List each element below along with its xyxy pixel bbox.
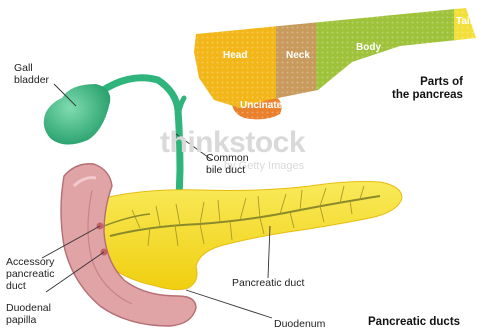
pancreas-parts-illustration — [190, 0, 477, 130]
part-label-neck: Neck — [286, 50, 310, 61]
label-line: pancreatic — [6, 268, 54, 280]
part-label-body: Body — [356, 42, 381, 53]
heading-line-2: the pancreas — [392, 89, 463, 102]
label-pancreatic-duct: Pancreatic duct — [232, 277, 304, 289]
heading-pancreatic-ducts: Pancreatic ducts — [368, 316, 460, 329]
label-common-bile-duct: Common bile duct — [206, 152, 249, 176]
label-line: bladder — [14, 74, 49, 86]
label-duodenum: Duodenum — [274, 318, 325, 330]
pancreas-body — [98, 182, 402, 290]
label-line: papilla — [6, 314, 51, 326]
label-line: bile duct — [206, 164, 249, 176]
part-label-uncinate: Uncinate — [240, 100, 282, 111]
label-gall-bladder: Gall bladder — [14, 62, 49, 86]
label-line: Accessory — [6, 256, 54, 268]
label-accessory-pancreatic-duct: Accessory pancreatic duct — [6, 256, 54, 292]
part-label-tail: Tail — [456, 16, 472, 27]
heading-parts-of-pancreas: Parts of the pancreas — [392, 76, 463, 102]
pancreas-ducts-illustration — [98, 182, 402, 290]
label-line: Common — [206, 152, 249, 164]
part-label-head: Head — [223, 50, 247, 61]
heading-line-1: Parts of — [392, 76, 463, 89]
label-line: Duodenal — [6, 302, 51, 314]
gallbladder — [44, 84, 110, 145]
label-line: duct — [6, 280, 54, 292]
label-duodenal-papilla: Duodenal papilla — [6, 302, 51, 326]
label-line: Gall — [14, 62, 49, 74]
